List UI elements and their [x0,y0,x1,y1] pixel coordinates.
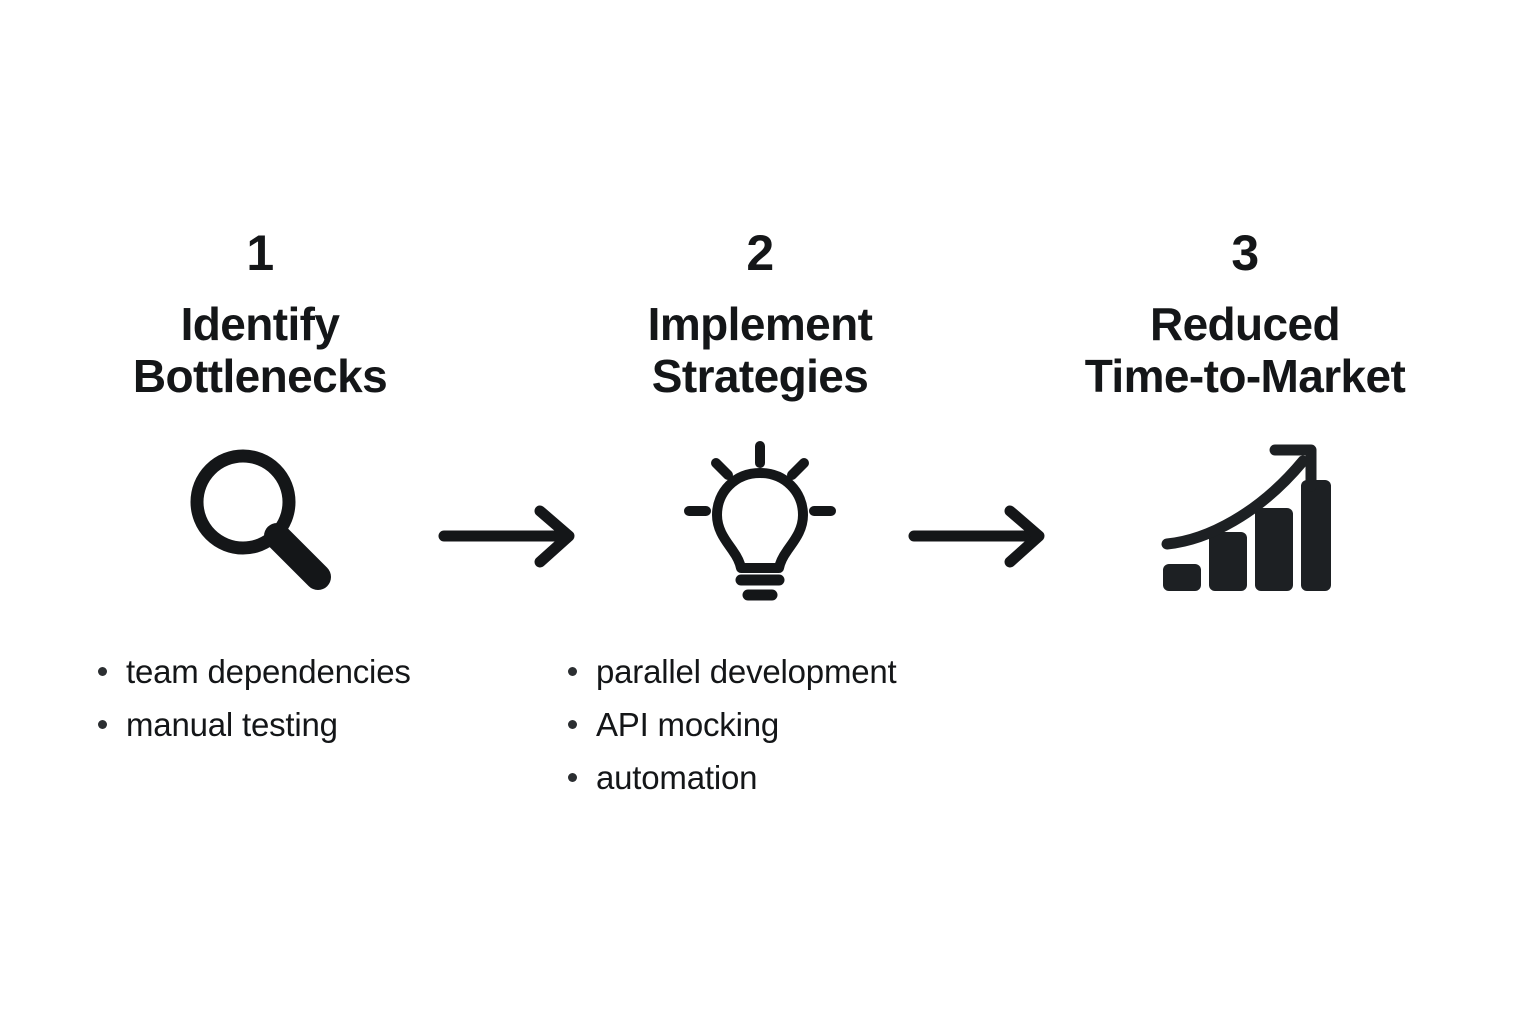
step-number-1: 1 [246,225,274,281]
bullet-list-2: parallel development API mocking automat… [562,655,897,814]
step-title-3: Reduced Time-to-Market [1084,298,1406,403]
list-item: team dependencies [92,655,411,688]
step-card-1: 1 Identify Bottlenecks [50,228,470,611]
list-item: automation [562,761,897,794]
list-item: API mocking [562,708,897,741]
step-title-2: Implement Strategies [647,298,873,403]
connector-arrow-2 [905,498,1055,574]
list-item: parallel development [562,655,897,688]
step-number-3: 3 [1231,225,1259,281]
step-icon-1 [50,431,470,611]
step-icon-3 [1035,431,1455,611]
list-item: manual testing [92,708,411,741]
arrow-right-icon [905,498,1055,574]
step-number-2: 2 [746,225,774,281]
growth-chart-icon [1155,436,1335,606]
step-card-2: 2 Implement Strategies [550,228,970,611]
bullet-list-1: team dependencies manual testing [92,655,411,761]
magnifying-glass-icon [175,436,345,606]
step-title-1: Identify Bottlenecks [132,298,388,403]
lightbulb-icon [675,436,845,606]
step-card-3: 3 Reduced Time-to-Market [1035,228,1455,611]
connector-arrow-1 [435,498,585,574]
step-icon-2 [550,431,970,611]
arrow-right-icon [435,498,585,574]
